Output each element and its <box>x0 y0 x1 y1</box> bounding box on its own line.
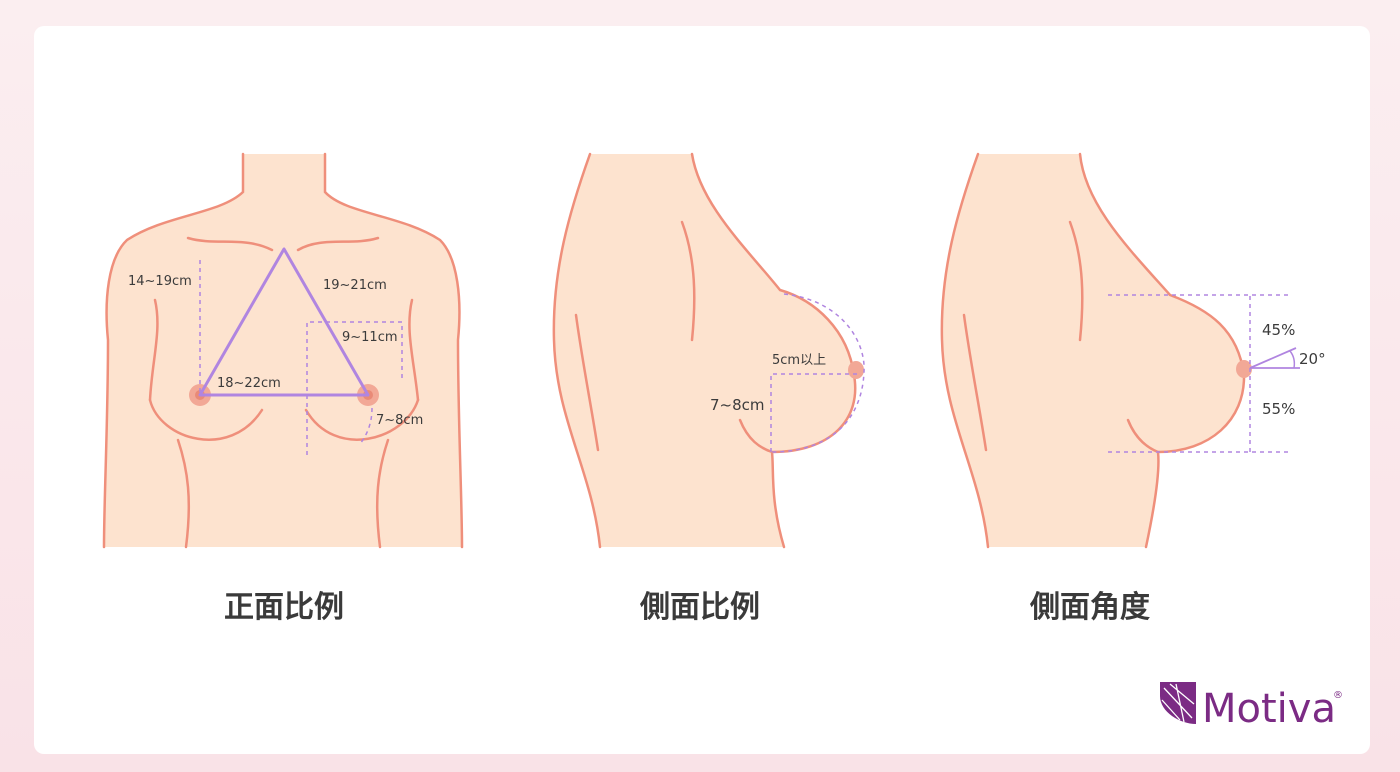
front-torso <box>104 154 462 547</box>
front-label-1: 14~19cm <box>128 274 192 289</box>
side-proportion-figure: 5cm以上 7~8cm 側面比例 <box>552 152 865 625</box>
front-label-3: 9~11cm <box>342 330 398 345</box>
angle-label-2: 20° <box>1299 350 1326 368</box>
angle-nipple <box>1236 360 1252 378</box>
motiva-logo: Motiva ® <box>1160 682 1343 732</box>
front-label-2: 19~21cm <box>323 278 387 293</box>
angle-label-1: 45% <box>1262 321 1295 339</box>
motiva-leaf-icon <box>1160 682 1196 724</box>
angle-label-3: 55% <box>1262 400 1295 418</box>
front-label-4: 18~22cm <box>217 376 281 391</box>
brand-name: Motiva <box>1202 686 1336 732</box>
side-torso <box>553 154 856 547</box>
side-angle-figure: 45% 20° 55% 側面角度 <box>940 152 1326 625</box>
side-angle-caption: 側面角度 <box>1029 590 1150 625</box>
side-nipple <box>848 361 864 379</box>
side-label-2: 7~8cm <box>710 396 765 414</box>
side-label-1: 5cm以上 <box>772 353 826 368</box>
side-proportion-caption: 側面比例 <box>639 590 760 625</box>
front-view-figure: 14~19cm 19~21cm 9~11cm 18~22cm 7~8cm 正面比… <box>102 152 464 625</box>
registered-mark: ® <box>1333 690 1343 701</box>
front-caption: 正面比例 <box>224 590 344 625</box>
golden-triangle <box>198 247 370 397</box>
angle-torso <box>941 154 1245 547</box>
front-label-5: 7~8cm <box>376 413 423 428</box>
